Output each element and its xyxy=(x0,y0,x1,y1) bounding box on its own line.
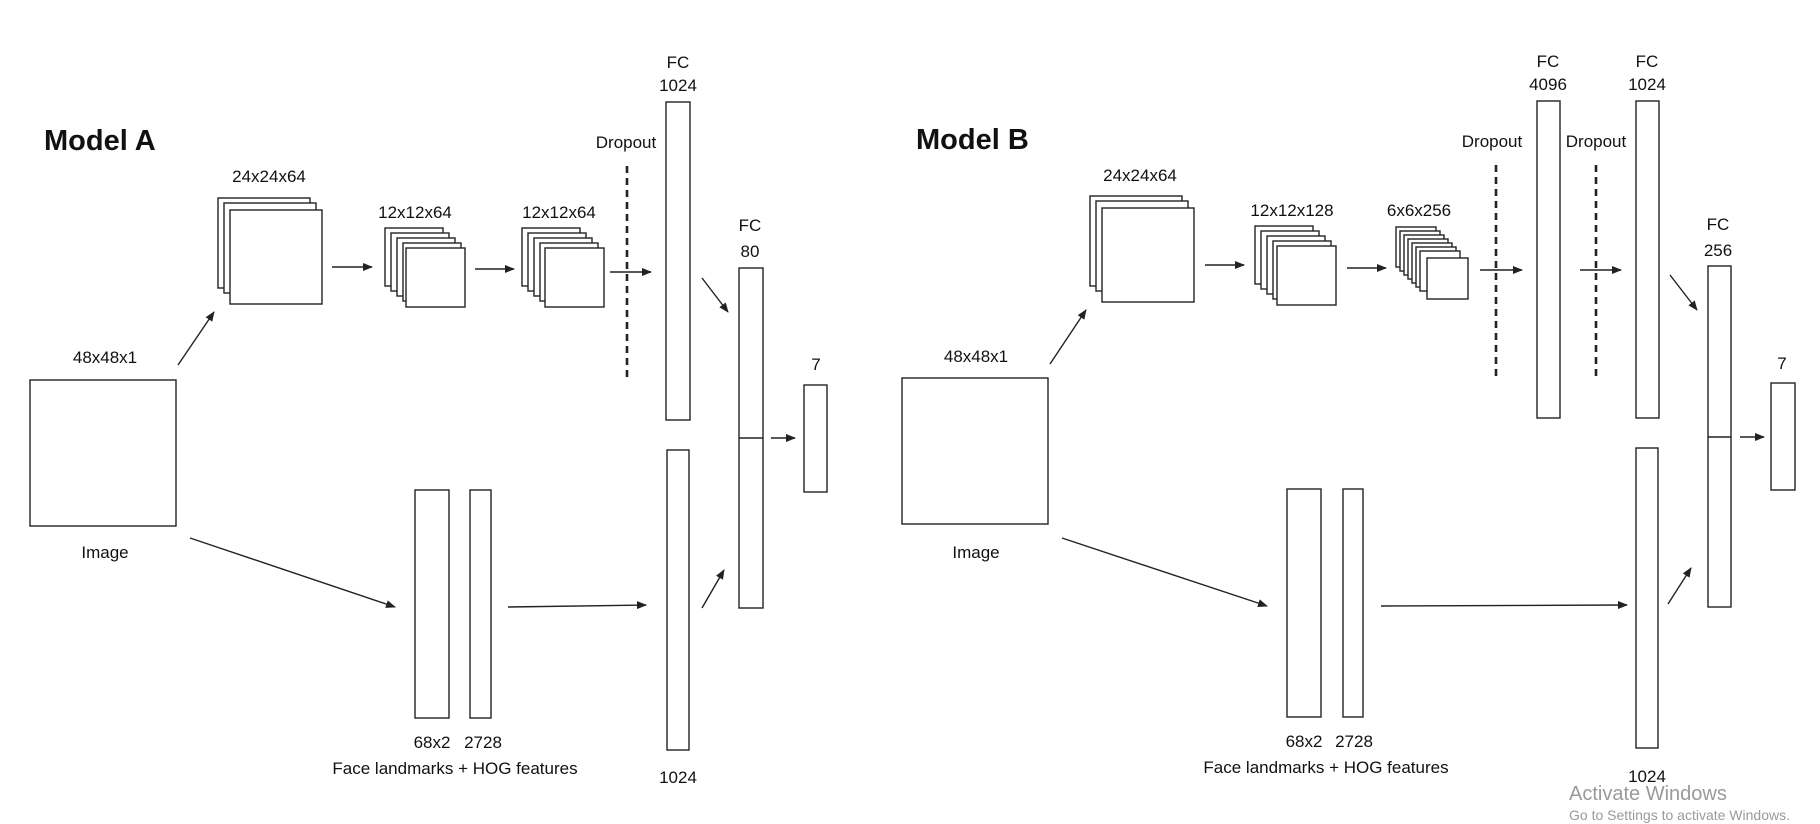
model-b: Model B 48x48x1 Image 24x24x64 12x12x128… xyxy=(901,52,1796,786)
model-a-fc2-name: FC xyxy=(739,216,762,235)
model-b-fc2-size: 1024 xyxy=(1628,75,1666,94)
model-a-fc1-size: 1024 xyxy=(659,76,697,95)
model-b-fc2-layer xyxy=(1635,100,1660,419)
model-b-conv1-stack xyxy=(1089,195,1195,303)
model-b-conv2-stack xyxy=(1254,225,1337,306)
model-b-fc1-size: 4096 xyxy=(1529,75,1567,94)
model-a-fc1-name: FC xyxy=(667,53,690,72)
model-a-fc1-layer xyxy=(665,101,691,421)
model-a: Model A 48x48x1 Image 24x24x64 12x12x64 … xyxy=(29,53,828,787)
model-a-features-label: Face landmarks + HOG features xyxy=(332,759,577,778)
model-a-output-size: 7 xyxy=(811,355,820,374)
model-a-input-size: 48x48x1 xyxy=(73,348,137,367)
model-b-title: Model B xyxy=(916,124,1029,156)
model-a-input-label: Image xyxy=(81,543,128,562)
model-b-feature-fc-size: 1024 xyxy=(1628,767,1666,786)
model-a-hog-size: 2728 xyxy=(464,733,502,752)
watermark-subtitle: Go to Settings to activate Windows. xyxy=(1569,807,1790,823)
model-b-fc1-name: FC xyxy=(1537,52,1560,71)
model-b-fc3-name: FC xyxy=(1707,215,1730,234)
watermark-title: Activate Windows xyxy=(1569,783,1727,805)
model-b-features-label: Face landmarks + HOG features xyxy=(1203,758,1448,777)
model-b-input-label: Image xyxy=(952,543,999,562)
model-b-conv1-size: 24x24x64 xyxy=(1103,166,1177,185)
model-b-conv2-size: 12x12x128 xyxy=(1250,201,1333,220)
model-a-input-image xyxy=(29,379,177,527)
model-b-dropout1-label: Dropout xyxy=(1462,132,1523,151)
model-a-conv3-size: 12x12x64 xyxy=(522,203,596,222)
model-a-dropout-label: Dropout xyxy=(596,133,657,152)
model-b-hog-size: 2728 xyxy=(1335,732,1373,751)
model-a-conv3-stack xyxy=(521,227,605,308)
model-b-output-size: 7 xyxy=(1777,354,1786,373)
activate-windows-watermark: Activate Windows Go to Settings to activ… xyxy=(1569,783,1790,823)
model-b-fc1-layer xyxy=(1536,100,1561,419)
model-b-conv3-size: 6x6x256 xyxy=(1387,201,1451,220)
model-a-landmarks-size: 68x2 xyxy=(414,733,451,752)
model-b-input-image xyxy=(901,377,1049,525)
model-a-conv2-stack xyxy=(384,227,466,308)
model-a-conv1-size: 24x24x64 xyxy=(232,167,306,186)
model-b-dropout2-label: Dropout xyxy=(1566,132,1627,151)
model-a-conv1-stack xyxy=(217,197,323,305)
model-b-feature-fc-layer xyxy=(1635,447,1659,749)
model-a-landmarks-layer xyxy=(414,489,450,719)
model-b-fc3-size: 256 xyxy=(1704,241,1732,260)
model-b-arrows xyxy=(1049,261,1765,610)
model-a-feature-fc-layer xyxy=(666,449,690,751)
model-b-input-size: 48x48x1 xyxy=(944,347,1008,366)
model-a-feature-fc-size: 1024 xyxy=(659,768,697,787)
model-a-output-layer xyxy=(803,384,828,493)
model-b-landmarks-size: 68x2 xyxy=(1286,732,1323,751)
model-a-conv2-size: 12x12x64 xyxy=(378,203,452,222)
model-b-conv3-stack xyxy=(1395,226,1469,300)
model-b-output-layer xyxy=(1770,382,1796,491)
model-b-landmarks-layer xyxy=(1286,488,1322,718)
model-b-hog-layer xyxy=(1342,488,1364,718)
model-a-fc2-size: 80 xyxy=(741,242,760,261)
model-a-title: Model A xyxy=(44,125,156,157)
model-b-fc2-name: FC xyxy=(1636,52,1659,71)
model-a-arrows xyxy=(177,263,796,610)
model-a-hog-layer xyxy=(469,489,492,719)
